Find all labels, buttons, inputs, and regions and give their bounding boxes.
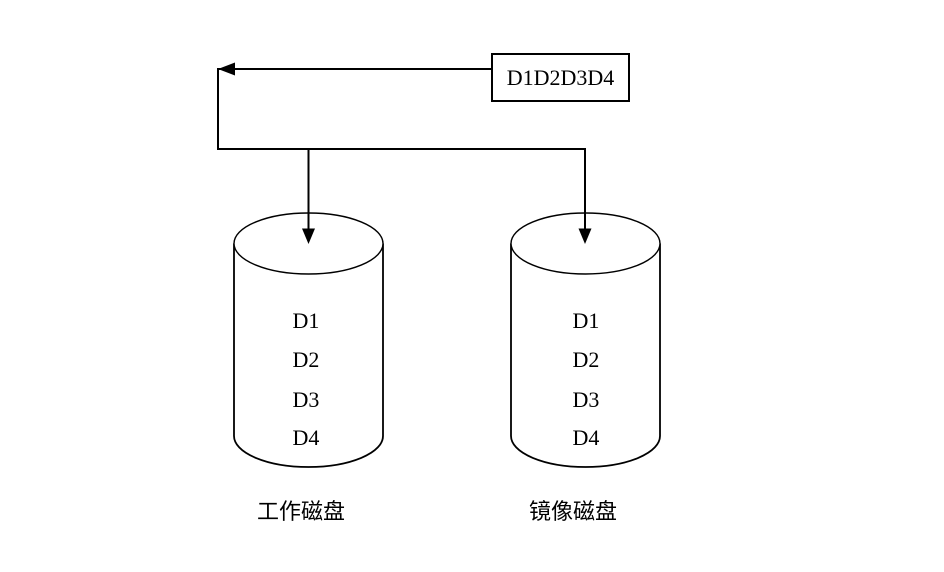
mirror-disk-block-d3: D3 bbox=[573, 387, 600, 412]
work-disk-block-d1: D1 bbox=[293, 308, 320, 333]
work-disk-body bbox=[233, 243, 384, 468]
work-disk-cylinder: D1 D2 D3 D4 bbox=[233, 212, 384, 468]
arrowhead-left-icon bbox=[218, 62, 235, 76]
mirror-disk-block-d2: D2 bbox=[573, 347, 600, 372]
data-block-box-label: D1D2D3D4 bbox=[507, 65, 615, 90]
mirror-disk-block-d4: D4 bbox=[573, 425, 600, 450]
arrowhead-down-work-disk-icon bbox=[302, 228, 315, 244]
box-to-bus-connector bbox=[217, 68, 585, 150]
data-block-box: D1D2D3D4 bbox=[491, 53, 630, 102]
work-disk-block-d4: D4 bbox=[293, 425, 320, 450]
mirror-disk-block-d1: D1 bbox=[573, 308, 600, 333]
arrowhead-down-mirror-disk-icon bbox=[578, 228, 592, 244]
mirror-disk-caption: 镜像磁盘 bbox=[529, 499, 617, 524]
work-disk-caption: 工作磁盘 bbox=[257, 499, 345, 524]
data-block-box-outline bbox=[491, 53, 630, 102]
work-disk-block-d2: D2 bbox=[293, 347, 320, 372]
work-disk-block-d3: D3 bbox=[293, 387, 320, 412]
mirror-disk-cylinder: D1 D2 D3 D4 bbox=[510, 212, 661, 468]
data-flow-connectors bbox=[217, 68, 586, 230]
mirror-disk-body bbox=[510, 243, 661, 468]
